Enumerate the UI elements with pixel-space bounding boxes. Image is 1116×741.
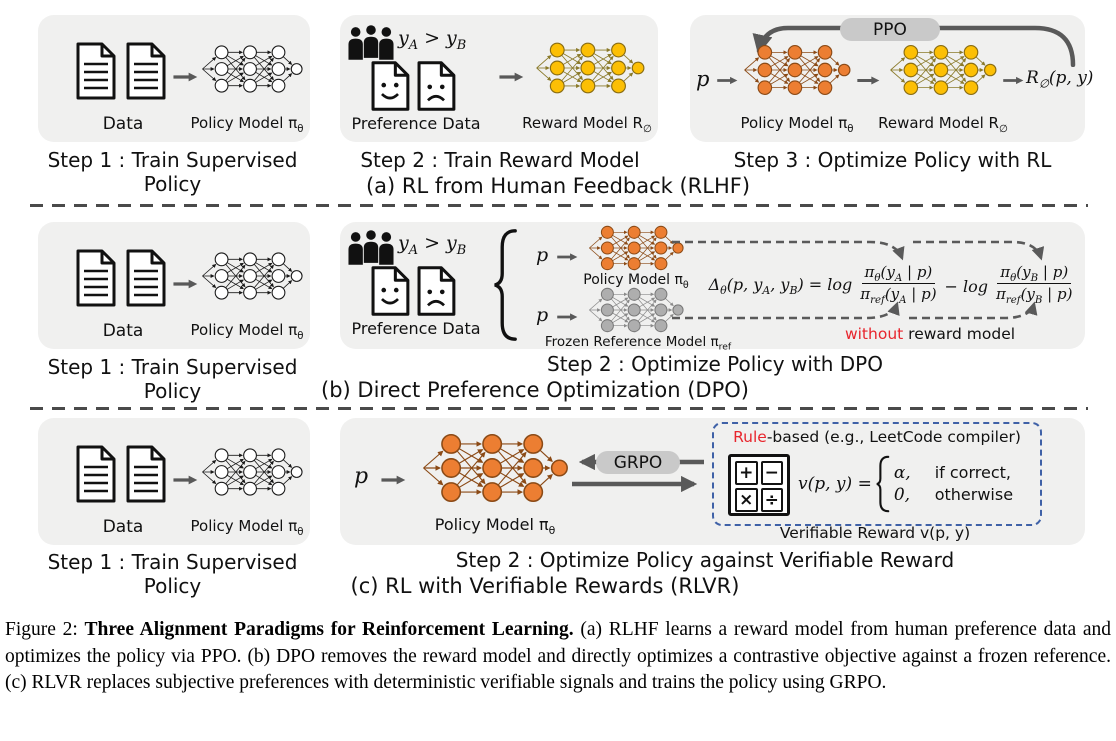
data-label: Data [102,321,144,341]
equation-fraction-2: πθ(yB | p) πref(yB | p) [996,263,1073,306]
arrow-right-icon [716,74,738,87]
reward-network-yellow [534,31,646,105]
policy-network-orange [742,33,852,107]
arrow-right-icon [856,74,880,87]
panel-rlhf-step1: Data Policy Model πθ [38,15,310,142]
policy-network-orange [586,224,686,272]
calculator-icon: + − × ÷ [728,454,790,516]
policy-network-white [200,436,304,508]
annotators-icon [348,25,394,60]
reference-network-gray [586,286,686,334]
caption-title: Three Alignment Paradigms for Reinforcem… [84,619,574,640]
row-c-caption: (c) RL with Verifiable Rewards (RLVR) [350,574,740,598]
panel-dpo-step2: yA > yB Preference Data p Policy Model π… [340,222,1085,352]
step-label-b2: Step 2 : Optimize Policy with DPO [547,352,883,376]
arrow-right-icon [380,473,406,487]
minus-symbol: − [760,461,783,485]
policy-model-label: Policy Model πθ [190,114,304,135]
reward-network-yellow [888,33,998,107]
equation-fraction-1: πθ(yA | p) πref(yA | p) [860,263,937,306]
piecewise-lhs: v(p, y) = [798,474,872,494]
data-label: Data [102,517,144,537]
figure-caption: Figure 2: Three Alignment Paradigms for … [5,617,1111,697]
reward-model-label: Reward Model R∅ [522,114,652,135]
reward-model-label: Reward Model R∅ [878,114,1008,135]
policy-network-white [200,33,304,105]
caption-body: (a) RLHF learns a reward model from huma… [5,619,1111,694]
step-label-a2: Step 2 : Train Reward Model [360,148,640,172]
policy-model-label: Policy Model πθ [190,321,304,342]
panel-rlhf-step3: PPO p Policy Model πθ Reward Model R∅ R∅… [690,15,1093,142]
step-label-c2: Step 2 : Optimize Policy against Verifia… [455,548,955,572]
panel-rlvr-step1: Data Policy Model πθ [38,418,310,545]
rule-based-title: Rule-based (e.g., LeetCode compiler) [733,428,1021,446]
ppo-badge: PPO [840,18,940,41]
prompt-input: p [354,464,369,489]
plus-symbol: + [735,461,758,485]
policy-model-label: Policy Model πθ [434,515,556,538]
panel-rlhf-step2: yA > yB Preference Data Reward Model R∅ [340,15,658,142]
policy-network-white [200,240,304,312]
documents-icon [76,248,172,308]
arrow-right-icon [498,70,524,84]
grpo-badge: GRPO [596,451,680,474]
verifiable-reward-equation: v(p, y) = α, if correct, 0, otherwise [798,452,1036,516]
policy-network-orange [420,424,570,512]
dpo-equation: Δθ(p, yA, yB) = log πθ(yA | p) πref(yA |… [702,260,1082,312]
preference-data-label: Preference Data [351,114,481,133]
rejected-response-icon [416,61,456,111]
row-b-caption: (b) Direct Preference Optimization (DPO) [321,378,749,402]
preference-comparison: yA > yB [398,232,467,258]
prompt-input: p [696,67,710,91]
arrow-right-icon [556,251,578,263]
policy-model-label: Policy Model πθ [740,114,854,135]
arrow-right-icon [172,473,198,487]
policy-model-label: Policy Model πθ [583,272,689,291]
arrow-right-icon [172,277,198,291]
arrow-right-icon [556,311,578,323]
step-label-a1: Step 1 : Train Supervised Policy [47,148,298,196]
documents-icon [76,444,172,504]
ppo-feedback-arrow [690,15,1085,67]
preference-data-label: Preference Data [351,319,481,338]
divide-symbol: ÷ [760,488,783,512]
panel-dpo-step1: Data Policy Model πθ [38,222,310,349]
documents-icon [76,41,172,101]
equation-mid: − log [944,276,989,296]
rule-based-reward-box: Rule-based (e.g., LeetCode compiler) + −… [712,422,1042,526]
chosen-response-icon [370,266,410,316]
brace-icon [492,228,518,342]
multiply-symbol: × [735,488,758,512]
piecewise-cases: α, if correct, 0, otherwise [893,463,1014,505]
row-a-caption: (a) RL from Human Feedback (RLHF) [365,174,751,198]
equation-lhs: Δθ(p, yA, yB) = log [708,274,853,298]
data-label: Data [102,114,144,134]
divider-2 [30,407,1088,410]
policy-model-label: Policy Model πθ [190,517,304,538]
rejected-response-icon [416,266,456,316]
panel-rlvr-step2: p Policy Model πθ GRPO Rule-based (e.g.,… [340,418,1085,545]
verifiable-reward-label: Verifiable Reward v(p, y) [779,524,971,542]
dashed-flow-arrows [670,230,1084,344]
prompt-input-bottom: p [536,304,549,326]
preference-comparison: yA > yB [398,27,467,53]
divider-1 [30,204,1088,207]
arrow-right-icon [1002,74,1024,87]
chosen-response-icon [370,61,410,111]
case-brace-icon [876,455,890,513]
annotators-icon [348,230,394,265]
step-label-c1: Step 1 : Train Supervised Policy [47,550,298,598]
arrow-right-icon [172,70,198,84]
step-label-b1: Step 1 : Train Supervised Policy [47,355,298,403]
prompt-input-top: p [536,244,549,266]
caption-prefix: Figure 2: [5,619,85,640]
without-reward-note: without reward model [844,325,1016,343]
reward-output: R∅(p, y) [1026,68,1094,91]
step-label-a3: Step 3 : Optimize Policy with RL [733,148,1052,172]
frozen-reference-label: Frozen Reference Model πref [544,334,732,353]
